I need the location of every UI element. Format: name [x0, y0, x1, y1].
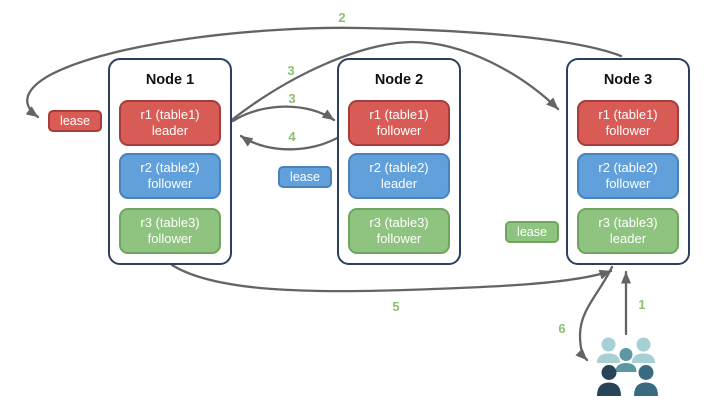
node-title: Node 1 — [145, 72, 195, 88]
replica-box-r2: r2 (table2) follower — [577, 153, 679, 199]
replica-role: follower — [147, 176, 193, 191]
replica-role: follower — [605, 176, 651, 191]
replica-range: r2 (table2) — [140, 159, 200, 175]
replica-box-r1: r1 (table1) follower — [577, 100, 679, 146]
lease-badge-table1: lease — [48, 110, 102, 132]
replica-box-r2: r2 (table2) follower — [119, 153, 221, 199]
node-box-3: Node 3 r1 (table1) follower r2 (table2) … — [566, 58, 690, 265]
replica-role: leader — [151, 123, 189, 138]
arrow-step-5-node1-to-node3 — [170, 263, 613, 293]
replica-range: r1 (table1) — [369, 106, 429, 122]
step-label-4: 4 — [288, 129, 296, 144]
step-label-5: 5 — [392, 299, 400, 314]
replica-box-r2: r2 (table2) leader — [348, 153, 450, 199]
replica-role: follower — [376, 231, 422, 246]
user-person-front-left-icon — [597, 365, 621, 396]
replica-range: r2 (table2) — [369, 159, 429, 175]
replica-box-r1: r1 (table1) follower — [348, 100, 450, 146]
step-label-2: 2 — [338, 10, 346, 25]
step-label-3b: 3 — [288, 91, 296, 106]
users-group-icon — [597, 337, 658, 396]
replica-role: leader — [380, 176, 418, 191]
replica-range: r3 (table3) — [598, 214, 658, 230]
replica-box-r3: r3 (table3) follower — [119, 208, 221, 254]
step-label-3a: 3 — [287, 63, 295, 78]
replica-range: r3 (table3) — [140, 214, 200, 230]
arrow-step-3-leader-to-node3 — [231, 40, 560, 121]
lease-badge-table3: lease — [505, 221, 559, 243]
replica-role: follower — [376, 123, 422, 138]
replica-box-r3: r3 (table3) leader — [577, 208, 679, 254]
node-box-1: Node 1 r1 (table1) leader r2 (table2) fo… — [108, 58, 232, 265]
user-person-back-left-icon — [597, 337, 620, 363]
replica-range: r1 (table1) — [140, 106, 200, 122]
arrow-step-2-node3-to-lease — [25, 26, 623, 119]
step-label-1: 1 — [638, 297, 646, 312]
replica-role: follower — [605, 123, 651, 138]
replica-box-r3: r3 (table3) follower — [348, 208, 450, 254]
replica-box-r1: r1 (table1) leader — [119, 100, 221, 146]
replica-role: follower — [147, 231, 193, 246]
node-title: Node 3 — [603, 72, 653, 88]
arrow-step-6-node3-to-client — [575, 265, 614, 362]
replica-range: r1 (table1) — [598, 106, 658, 122]
arrow-step-3-leader-to-node2 — [231, 105, 336, 123]
node-title: Node 2 — [374, 72, 424, 88]
replica-range: r2 (table2) — [598, 159, 658, 175]
user-person-middle-icon — [615, 348, 637, 372]
replica-range: r3 (table3) — [369, 214, 429, 230]
node-box-2: Node 2 r1 (table1) follower r2 (table2) … — [337, 58, 461, 265]
step-label-6: 6 — [558, 321, 566, 336]
lease-badge-table2: lease — [278, 166, 332, 188]
user-person-front-right-icon — [634, 365, 658, 396]
user-person-back-right-icon — [632, 337, 655, 363]
replica-role: leader — [609, 231, 647, 246]
